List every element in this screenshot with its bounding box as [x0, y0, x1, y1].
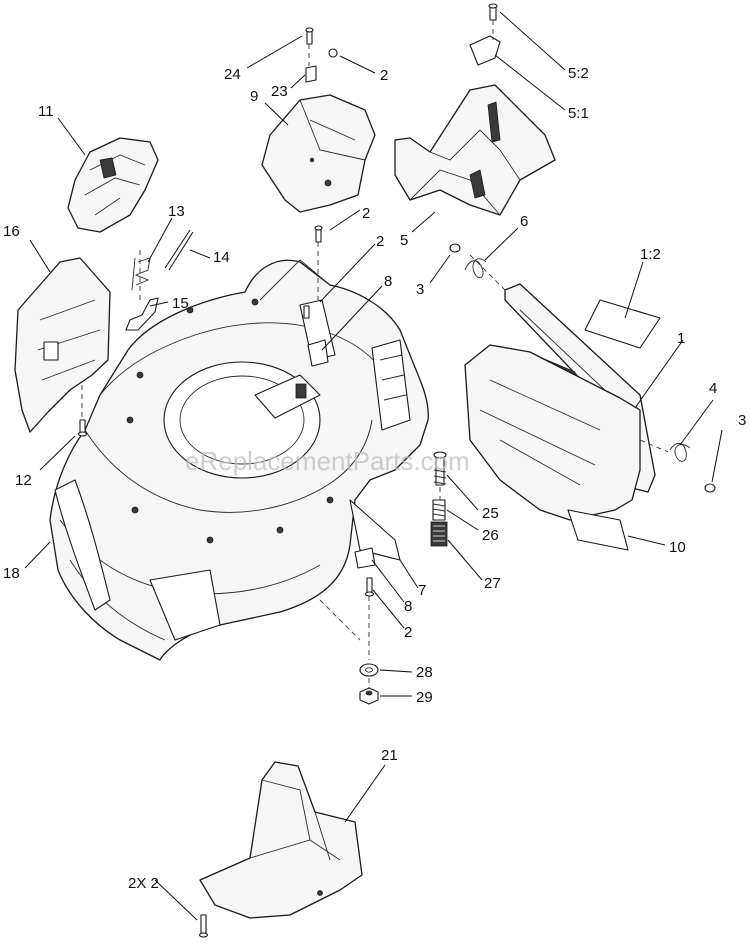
callout-labels: 24 23 2 9 5:2 5:1 11 2 5 6 13 16 2 14 3 …	[3, 65, 746, 892]
side-discharge	[14, 257, 111, 433]
rod-14	[164, 229, 191, 269]
callout-23: 23	[271, 83, 288, 100]
washer-28	[359, 663, 379, 677]
callout-29: 29	[416, 689, 433, 706]
callout-13: 13	[168, 203, 185, 220]
clip	[305, 65, 317, 83]
callout-11: 11	[38, 103, 54, 120]
callout-2x2: 2X 2	[128, 875, 159, 892]
callout-10: 10	[669, 539, 686, 556]
bracket-8-lower	[354, 547, 376, 569]
nut-29	[359, 687, 379, 705]
callout-27: 27	[484, 575, 501, 592]
screw-top	[305, 27, 314, 45]
callout-1-2: 1:2	[640, 246, 661, 263]
rear-skirt-ribs	[479, 379, 601, 486]
door-rod	[504, 283, 656, 493]
baffle-rib	[309, 119, 356, 141]
callout-4: 4	[709, 380, 717, 397]
spring-6	[464, 258, 487, 279]
callout-18: 18	[3, 565, 20, 582]
guard-21	[199, 761, 363, 919]
assembly-lines	[81, 20, 669, 688]
knob-27	[430, 521, 448, 547]
nut-top	[328, 48, 338, 58]
washer-right	[704, 483, 716, 493]
door-bracket	[469, 35, 501, 66]
decal-12	[584, 299, 661, 349]
rear-door	[394, 84, 556, 216]
callout-5: 5	[400, 232, 408, 249]
screw-lower	[364, 577, 375, 597]
bracket-15	[125, 297, 159, 331]
callout-2: 2	[362, 205, 370, 222]
callout-5-1: 5:1	[568, 105, 589, 122]
watermark: eReplacementParts.com	[185, 446, 470, 476]
side-discharge-latch	[43, 341, 59, 361]
callout-28: 28	[416, 664, 433, 681]
callout-3: 3	[738, 412, 746, 429]
callout-26: 26	[482, 527, 499, 544]
callout-7: 7	[418, 582, 426, 599]
callout-1: 1	[677, 330, 685, 347]
callout-2: 2	[376, 233, 384, 250]
screw-mid	[314, 225, 323, 243]
bracket-8-upper	[307, 339, 329, 367]
spring-13	[131, 257, 151, 291]
callout-5-2: 5:2	[568, 65, 589, 82]
callout-14: 14	[213, 249, 230, 266]
leader-lines	[24, 11, 723, 921]
screw-guard	[198, 914, 209, 938]
door-screw	[488, 3, 498, 21]
guard-21-folds	[249, 779, 341, 861]
callout-15: 15	[172, 295, 189, 312]
callout-6: 6	[520, 213, 528, 230]
callout-2: 2	[380, 67, 388, 84]
screw-mid-2	[303, 305, 310, 319]
callout-2: 2	[404, 624, 412, 641]
callout-9: 9	[250, 88, 258, 105]
callout-24: 24	[224, 66, 241, 83]
spring-4	[669, 443, 691, 462]
callout-16: 16	[3, 223, 20, 240]
baffle-fold	[299, 99, 366, 161]
callout-8: 8	[384, 273, 392, 290]
callout-21: 21	[381, 747, 398, 764]
deck-housing	[49, 259, 429, 661]
adjuster-thread	[433, 469, 447, 485]
cover-11	[67, 137, 159, 233]
washer-left	[449, 243, 461, 253]
callout-8: 8	[404, 598, 412, 615]
screw-12	[77, 419, 88, 437]
callout-25: 25	[482, 505, 499, 522]
callout-12: 12	[15, 472, 32, 489]
baffle-plate	[261, 94, 376, 213]
cover-11-ribs	[84, 154, 146, 216]
callout-3: 3	[416, 281, 424, 298]
spring-26	[432, 499, 446, 521]
